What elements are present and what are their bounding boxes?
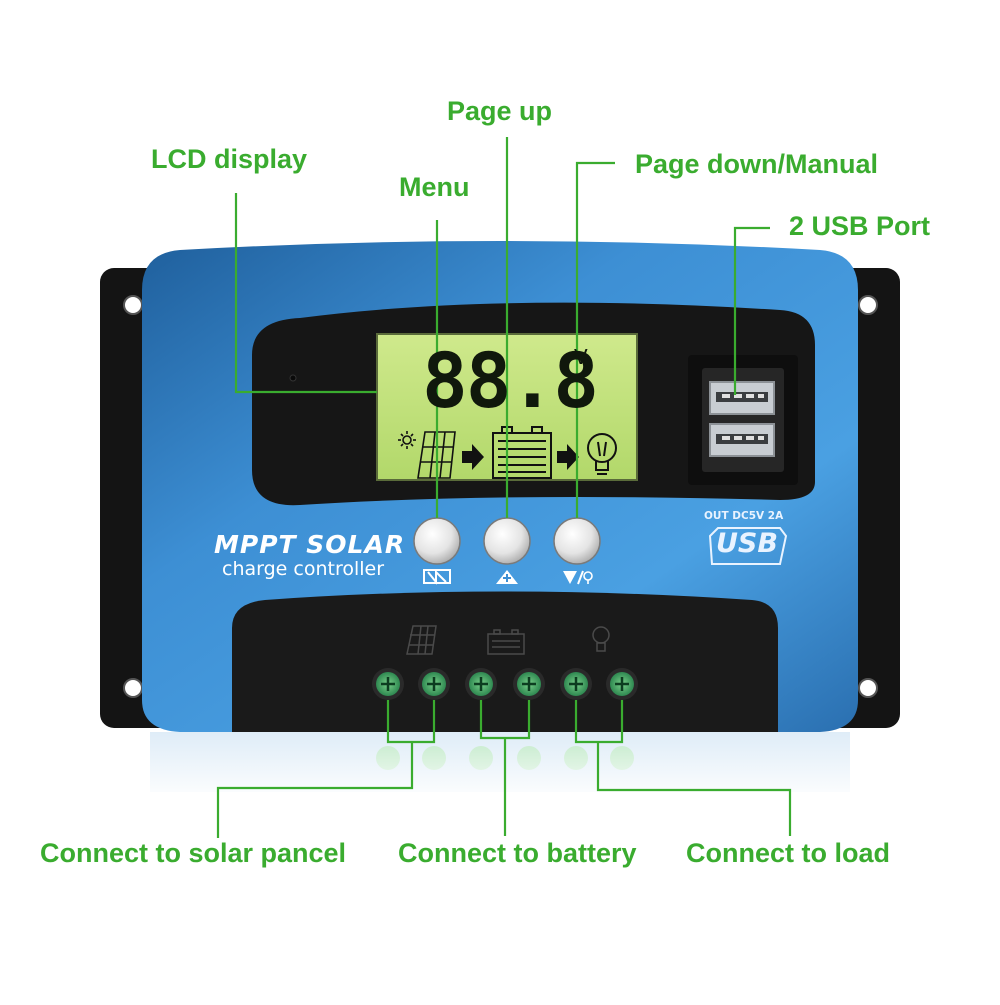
mount-hole [123, 295, 143, 315]
sensor-dot [289, 374, 297, 382]
solar-terminal-negative [418, 668, 450, 700]
callout-menu: Menu [399, 172, 470, 202]
lcd-voltage-unit: V [574, 345, 588, 369]
battery-terminal-negative [513, 668, 545, 700]
mount-hole [858, 678, 878, 698]
brand-title: MPPT SOLAR [214, 530, 406, 559]
callout-usb-port: 2 USB Port [789, 211, 931, 241]
lcd-light-bulb-icon [587, 433, 617, 475]
battery-icon [487, 629, 525, 655]
up-arrow-plus-icon [496, 570, 518, 584]
leader-line-page-down [575, 161, 615, 518]
usb-port-upper [709, 381, 775, 415]
load-terminal-positive [560, 668, 592, 700]
lcd-arrow-right-icon [462, 444, 484, 470]
leader-line-solar [216, 700, 436, 838]
leader-line-battery [479, 700, 531, 836]
lcd-voltage-readout: 88.8 [422, 336, 599, 425]
reflection-fade [140, 732, 860, 802]
brand-subtitle: charge controller [222, 558, 385, 580]
load-terminal-negative [606, 668, 638, 700]
page-down-manual-button[interactable] [553, 517, 601, 565]
solar-terminal-positive [372, 668, 404, 700]
lcd-solar-panel-icon [417, 431, 456, 479]
leader-lines [216, 137, 792, 838]
callout-page-down-manual: Page down/Manual [635, 149, 879, 179]
mount-hole [858, 295, 878, 315]
menu-icon [423, 569, 451, 585]
callout-lcd-display: LCD display [151, 144, 308, 174]
leader-line-lcd [234, 193, 377, 394]
usb-port-lower [709, 423, 775, 457]
battery-terminal-positive [465, 668, 497, 700]
callout-solar-panel: Connect to solar pancel [40, 838, 347, 868]
leader-line-load [574, 700, 792, 836]
mount-hole [123, 678, 143, 698]
terminal-block [232, 591, 778, 732]
down-arrow-manual-icon [563, 570, 593, 585]
leader-line-usb [733, 226, 770, 395]
light-bulb-icon [592, 626, 610, 652]
callout-page-up: Page up [447, 96, 553, 126]
lcd-arrow-right-icon [557, 444, 579, 470]
usb-logo-frame [708, 527, 788, 565]
solar-panel-icon [406, 625, 437, 655]
page-up-button[interactable] [483, 517, 531, 565]
usb-output-spec: OUT DC5V 2A [704, 510, 784, 522]
callout-load: Connect to load [686, 838, 890, 868]
sun-icon [398, 431, 416, 449]
callout-battery: Connect to battery [398, 838, 637, 868]
menu-button[interactable] [413, 517, 461, 565]
usb-logo: USB [716, 528, 778, 559]
